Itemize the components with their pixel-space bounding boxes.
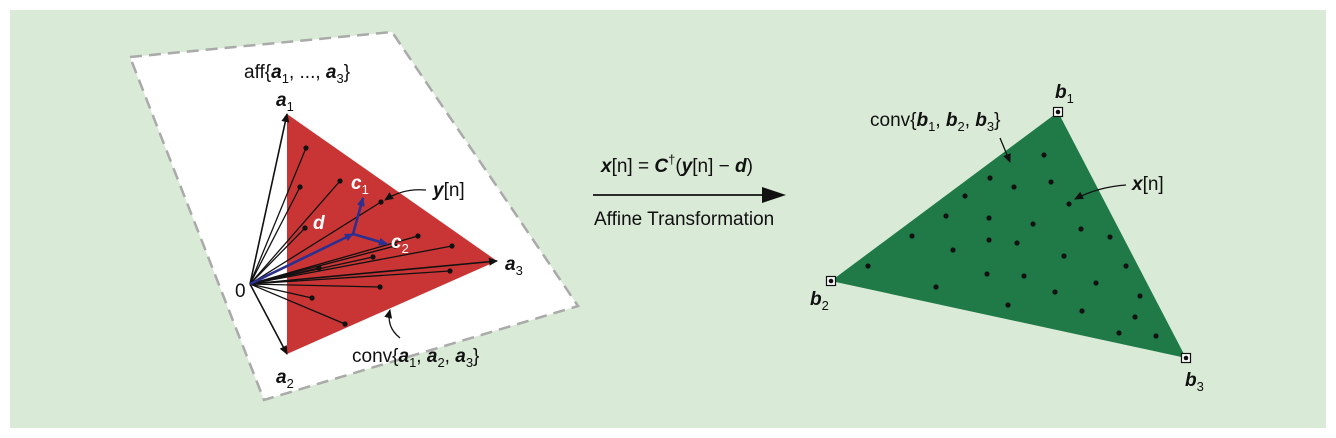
affine-hull-label: aff{a1, ..., a3}: [244, 62, 350, 86]
x-n-label: x[n]: [1131, 174, 1164, 195]
data-point: [962, 193, 968, 199]
data-point: [447, 268, 453, 274]
data-point: [1061, 253, 1067, 259]
ray: [249, 147, 307, 285]
data-point: [909, 233, 915, 239]
data-point: [987, 175, 993, 181]
data-point: [1107, 234, 1113, 240]
data-point: [1078, 226, 1084, 232]
vector-a2: [249, 283, 288, 355]
data-point: [1153, 333, 1159, 339]
data-point: [316, 265, 322, 271]
origin-label: 0: [235, 281, 246, 302]
source-simplex: [287, 114, 497, 354]
vector-a1: [249, 113, 290, 285]
ray: [249, 227, 306, 285]
source-conv-label: conv{a1, a2, a3}: [352, 346, 479, 370]
y-n-pointer: [384, 189, 427, 201]
data-point: [1014, 240, 1020, 246]
data-point: [1052, 289, 1058, 295]
right-panel: b1 b2 b3 conv{b1, b2, b3} x[n]: [810, 82, 1204, 394]
data-point: [1079, 308, 1085, 314]
vertex-b2-label: b2: [810, 289, 829, 313]
transform-equation: x[n] = C†(y[n] − d): [600, 152, 753, 177]
data-point: [1137, 293, 1143, 299]
basis-vectors: [249, 197, 388, 286]
data-point: [337, 178, 343, 184]
data-point: [984, 271, 990, 277]
vertex-b3-label: b3: [1185, 370, 1204, 394]
data-point: [933, 284, 939, 290]
data-point: [986, 215, 992, 221]
data-point: [1116, 330, 1122, 336]
data-point: [309, 295, 315, 301]
ray: [249, 245, 396, 285]
source-data-points: [297, 145, 455, 327]
vector-c1-label: c1: [351, 173, 369, 197]
vector-c2: [352, 232, 388, 246]
ray: [249, 267, 320, 285]
data-point: [303, 145, 309, 151]
vertex-b2-point: [828, 278, 834, 284]
data-point: [302, 225, 308, 231]
data-point: [370, 254, 376, 260]
transform-caption: Affine Transformation: [594, 209, 774, 230]
data-point: [392, 243, 398, 249]
vertex-markers: [825, 106, 1192, 364]
vector-d: [249, 232, 354, 286]
vertex-a1-label: a1: [276, 90, 294, 114]
vertex-b1-label: b1: [1055, 82, 1074, 106]
data-point: [1005, 302, 1011, 308]
transform-arrow-head: [762, 187, 786, 203]
vertex-b3-point: [1183, 355, 1189, 361]
data-point: [986, 237, 992, 243]
data-point: [377, 284, 383, 290]
ray: [249, 270, 451, 285]
target-conv-label: conv{b1, b2, b3}: [870, 110, 1001, 134]
data-point: [415, 233, 421, 239]
data-point: [342, 321, 348, 327]
ray: [249, 283, 346, 325]
left-panel: aff{a1, ..., a3} a1 a2 a3 0 d c1 c2 y[n]…: [128, 30, 580, 402]
target-simplex: [831, 112, 1186, 358]
target-conv-pointer: [999, 137, 1011, 163]
data-point: [1048, 179, 1054, 185]
data-point: [943, 213, 949, 219]
data-point: [1093, 280, 1099, 286]
data-point: [1011, 184, 1017, 190]
data-point: [1021, 273, 1027, 279]
vector-d-label: d: [313, 213, 325, 234]
data-point: [1066, 201, 1072, 207]
vertex-b1-point: [1055, 109, 1061, 115]
data-point: [1030, 221, 1036, 227]
x-n-pointer: [1074, 184, 1127, 200]
data-point: [1132, 314, 1138, 320]
ray: [249, 245, 453, 285]
data-point: [297, 184, 303, 190]
data-point: [449, 243, 455, 249]
ray: [249, 283, 313, 299]
data-point: [1041, 152, 1047, 158]
y-n-label: y[n]: [432, 180, 465, 201]
vector-c2-label: c2: [391, 232, 409, 256]
ray: [249, 186, 301, 285]
data-point: [950, 247, 956, 253]
data-point: [1123, 263, 1129, 269]
vertex-a3-label: a3: [505, 254, 523, 278]
vertex-a2-label: a2: [276, 367, 294, 391]
vector-a3: [249, 257, 498, 285]
target-data-points: [865, 152, 1159, 339]
transformation: x[n] = C†(y[n] − d) Affine Transformatio…: [593, 152, 786, 230]
data-point: [378, 199, 384, 205]
vector-c1: [351, 197, 365, 235]
data-point: [865, 263, 871, 269]
source-conv-pointer: [384, 309, 401, 339]
ray: [249, 180, 341, 285]
ray: [249, 283, 381, 288]
